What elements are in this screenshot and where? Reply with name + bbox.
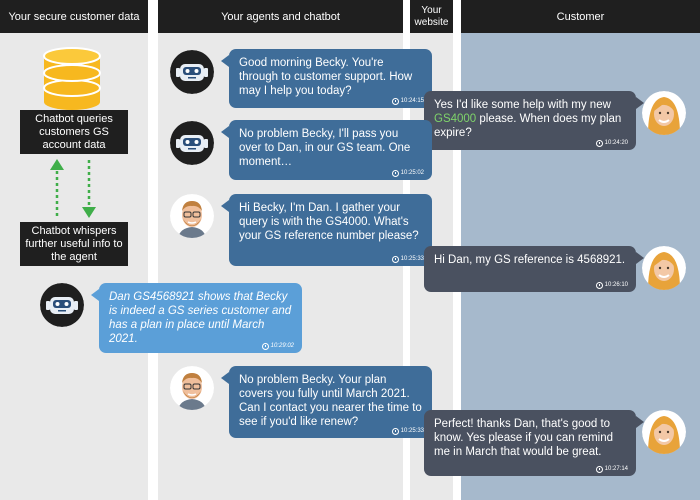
chat-message-7: No problem Becky. Your plan covers you f…: [221, 366, 432, 438]
chat-message-7-time: 10:25:33: [391, 427, 424, 435]
arrow-down-icon: [82, 160, 96, 218]
chat-message-2-text: Yes I'd like some help with my new GS400…: [434, 99, 622, 139]
chatbot-avatar-icon: [40, 283, 84, 327]
chat-message-1: Good morning Becky. You're through to cu…: [221, 49, 432, 108]
chatbot-avatar-icon: [170, 50, 214, 94]
timestamp: 10:24:20: [604, 140, 628, 146]
secure-data-header: Your secure customer data: [0, 0, 148, 33]
clock-icon: [391, 427, 399, 435]
chat-message-5: Hi Dan, my GS reference is 4568921. 10:2…: [424, 246, 644, 292]
clock-icon: [261, 342, 269, 350]
chat-message-1-time: 10:24:15: [391, 97, 424, 105]
timestamp: 10:25:33: [400, 428, 424, 434]
customer-avatar-icon: [642, 410, 686, 454]
chatbot-avatar-icon: [170, 121, 214, 165]
product-highlight: GS4000: [434, 113, 477, 125]
arrow-up-icon: [50, 159, 64, 216]
chat-message-2: Yes I'd like some help with my new GS400…: [424, 91, 644, 150]
timestamp: 10:24:15: [400, 98, 424, 104]
timestamp: 10:25:33: [400, 256, 424, 262]
chat-message-8-time: 10:27:14: [595, 465, 628, 473]
clock-icon: [595, 281, 603, 289]
chat-message-3-time: 10:25:02: [391, 169, 424, 177]
chat-message-6-text: Dan GS4568921 shows that Becky is indeed…: [109, 291, 292, 345]
database-icon: [42, 46, 102, 110]
clock-icon: [391, 169, 399, 177]
customer-avatar-icon: [642, 91, 686, 135]
timestamp: 10:27:14: [604, 466, 628, 472]
timestamp: 10:29:02: [270, 343, 294, 349]
chat-message-4: Hi Becky, I'm Dan. I gather your query i…: [221, 194, 432, 266]
customer-header: Customer: [461, 0, 700, 33]
timestamp: 10:25:02: [400, 170, 424, 176]
chat-message-5-time: 10:26:10: [595, 281, 628, 289]
chat-message-8: Perfect! thanks Dan, that's good to know…: [424, 410, 644, 476]
timestamp: 10:26:10: [604, 282, 628, 288]
clock-icon: [595, 465, 603, 473]
website-header: Your website: [410, 0, 453, 33]
chat-message-7-text: No problem Becky. Your plan covers you f…: [239, 374, 422, 428]
chat-message-3-text: No problem Becky, I'll pass you over to …: [239, 128, 411, 168]
chat-message-8-text: Perfect! thanks Dan, that's good to know…: [434, 418, 614, 458]
agents-header: Your agents and chatbot: [158, 0, 403, 33]
chat-message-1-text: Good morning Becky. You're through to cu…: [239, 57, 413, 97]
chat-message-3: No problem Becky, I'll pass you over to …: [221, 120, 432, 180]
chat-message-2-time: 10:24:20: [595, 139, 628, 147]
agent-avatar-icon: [170, 366, 214, 410]
customer-avatar-icon: [642, 246, 686, 290]
clock-icon: [391, 255, 399, 263]
clock-icon: [595, 139, 603, 147]
chat-message-4-text: Hi Becky, I'm Dan. I gather your query i…: [239, 202, 419, 242]
data-flow-arrows: [45, 156, 105, 220]
chat-message-4-time: 10:25:33: [391, 255, 424, 263]
chatbot-queries-box: Chatbot queries customers GS account dat…: [20, 110, 128, 154]
chat-message-6-whisper: Dan GS4568921 shows that Becky is indeed…: [91, 283, 302, 353]
chat-message-5-text: Hi Dan, my GS reference is 4568921.: [434, 254, 626, 266]
clock-icon: [391, 97, 399, 105]
chatbot-whispers-box: Chatbot whispers further useful info to …: [20, 222, 128, 266]
agent-avatar-icon: [170, 194, 214, 238]
chat-message-6-time: 10:29:02: [261, 342, 294, 350]
